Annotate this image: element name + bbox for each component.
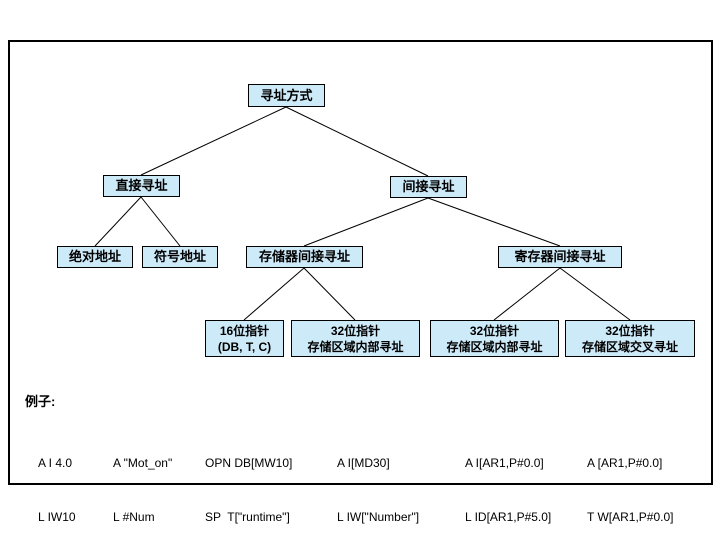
node-label-line1: 32位指针 — [330, 323, 381, 338]
example-column-16bit: OPN DB[MW10] SP T["runtime"] — [205, 418, 292, 540]
example-line: T W[AR1,P#0.0] — [587, 510, 674, 524]
example-line: A [AR1,P#0.0] — [587, 456, 663, 470]
node-absolute-address: 绝对地址 — [57, 246, 133, 268]
example-column-symbolic: A "Mot_on" L #Num — [113, 418, 172, 540]
node-symbolic-address: 符号地址 — [142, 246, 218, 268]
example-column-absolute: A I 4.0 L IW10 — [38, 418, 76, 540]
connector-memory-pointer32 — [303, 267, 356, 321]
example-column-memory-indirect: A I[MD30] L IW["Number"] — [337, 418, 419, 540]
connector-indirect-memory — [303, 197, 429, 247]
example-line: L IW["Number"] — [337, 510, 420, 524]
example-column-register-cross: A [AR1,P#0.0] T W[AR1,P#0.0] — [587, 418, 673, 540]
example-line: SP T["runtime"] — [205, 510, 290, 524]
example-line: L ID[AR1,P#5.0] — [465, 510, 552, 524]
connector-direct-absolute — [94, 196, 142, 247]
node-register-indirect-addressing: 寄存器间接寻址 — [498, 246, 622, 268]
connector-root-direct — [140, 106, 287, 176]
node-label: 绝对地址 — [68, 249, 121, 264]
connector-register-pointer32-internal — [493, 267, 561, 321]
examples-heading: 例子: — [25, 394, 56, 409]
node-label: 间接寻址 — [402, 179, 455, 194]
node-label: 存储器间接寻址 — [258, 249, 350, 264]
node-32bit-pointer-area-internal-left: 32位指针 存储区域内部寻址 — [291, 320, 420, 357]
node-label-line1: 32位指针 — [469, 323, 520, 338]
example-column-register-internal: A I[AR1,P#0.0] L ID[AR1,P#5.0] — [465, 418, 551, 540]
example-line: A I[AR1,P#0.0] — [465, 456, 544, 470]
example-line: L IW10 — [38, 510, 76, 524]
connector-indirect-register — [427, 197, 561, 247]
node-label-line2: 存储区域交叉寻址 — [581, 339, 678, 354]
node-label-line1: 32位指针 — [605, 323, 655, 338]
node-label: 符号地址 — [153, 249, 206, 264]
node-addressing-mode: 寻址方式 — [248, 84, 325, 107]
diagram-frame — [8, 40, 713, 485]
example-line: A I[MD30] — [337, 456, 390, 470]
node-label: 直接寻址 — [115, 178, 168, 193]
node-32bit-pointer-area-internal-right: 32位指针 存储区域内部寻址 — [430, 320, 559, 357]
example-line: A I 4.0 — [38, 456, 73, 470]
node-label: 寻址方式 — [260, 87, 313, 103]
node-label-line1: 16位指针 — [219, 323, 270, 338]
connector-register-pointer32-cross — [559, 267, 631, 321]
example-line: OPN DB[MW10] — [205, 456, 293, 470]
node-memory-indirect-addressing: 存储器间接寻址 — [246, 246, 363, 268]
node-direct-addressing: 直接寻址 — [103, 175, 180, 197]
example-line: L #Num — [113, 510, 155, 524]
example-line: A "Mot_on" — [113, 456, 173, 470]
node-16bit-pointer: 16位指针 (DB, T, C) — [205, 320, 284, 357]
connector-direct-symbolic — [140, 196, 181, 247]
connector-root-indirect — [285, 106, 429, 177]
node-label-line2: 存储区域内部寻址 — [307, 339, 404, 354]
node-label-line2: (DB, T, C) — [217, 339, 272, 354]
connector-memory-pointer16 — [243, 267, 305, 321]
node-label: 寄存器间接寻址 — [514, 249, 606, 264]
node-32bit-pointer-area-cross: 32位指针 存储区域交叉寻址 — [565, 320, 695, 357]
node-indirect-addressing: 间接寻址 — [390, 176, 467, 198]
node-label-line2: 存储区域内部寻址 — [446, 339, 543, 354]
